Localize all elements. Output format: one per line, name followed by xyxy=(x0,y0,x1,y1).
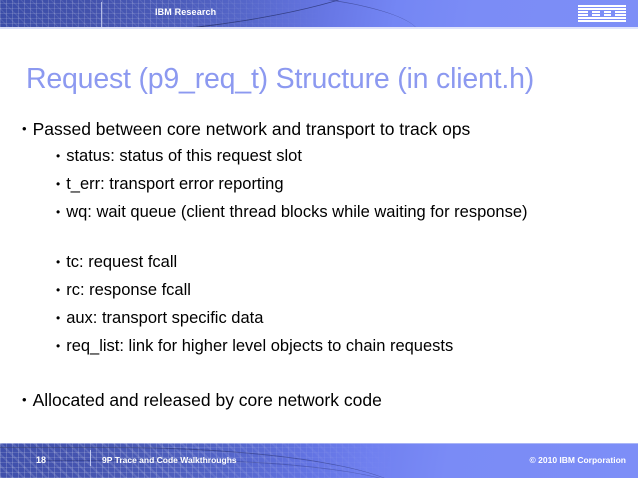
slide-body: • Passed between core network and transpo… xyxy=(0,118,638,436)
bullet-text: rc: response fcall xyxy=(66,281,191,299)
bullet-text: tc: request fcall xyxy=(66,253,178,271)
bullet-glyph-icon: • xyxy=(56,205,61,219)
footer-topline xyxy=(0,443,638,444)
bullet-item: • Allocated and released by core network … xyxy=(22,389,593,411)
bullet-glyph-icon: • xyxy=(56,311,61,325)
slide-number: 18 xyxy=(36,455,47,465)
bullet-glyph-icon: • xyxy=(56,177,61,191)
bullet-item: • wq: wait queue (client thread blocks wh… xyxy=(56,202,604,223)
header-underline xyxy=(0,27,638,29)
bullet-text: aux: transport specific data xyxy=(66,309,264,327)
bullet-item: • Passed between core network and transpo… xyxy=(22,118,593,140)
bullet-glyph-icon: • xyxy=(56,149,61,163)
footer-deck-title: 9P Trace and Code Walkthroughs xyxy=(102,455,237,465)
slide-footer-bar xyxy=(0,443,638,478)
footer-swoosh-curve-secondary xyxy=(40,460,420,478)
bullet-text: Passed between core network and transpor… xyxy=(32,119,471,139)
bullet-text: wq: wait queue (client thread blocks whi… xyxy=(66,203,528,221)
bullet-glyph-icon: • xyxy=(56,255,61,269)
slide-title: Request (p9_req_t) Structure (in client.… xyxy=(26,63,535,95)
slide-header-bar: IBM Research xyxy=(0,0,638,29)
bullet-text: status: status of this request slot xyxy=(66,147,302,165)
header-divider xyxy=(101,2,102,27)
bullet-item: • t_err: transport error reporting xyxy=(56,174,586,195)
footer-copyright: © 2010 IBM Corporation xyxy=(529,455,626,465)
bullet-item: • req_list: link for higher level objects… xyxy=(56,336,586,357)
bullet-glyph-icon: • xyxy=(56,283,61,297)
bullet-glyph-icon: • xyxy=(22,392,27,407)
bullet-item: • status: status of this request slot xyxy=(56,146,586,167)
header-brand-label: IBM Research xyxy=(155,7,217,17)
bullet-text: Allocated and released by core network c… xyxy=(32,390,382,410)
bullet-item: • rc: response fcall xyxy=(56,280,586,301)
bullet-text: t_err: transport error reporting xyxy=(66,175,284,193)
ibm-logo-icon xyxy=(578,5,626,22)
footer-divider xyxy=(90,450,91,466)
bullet-item: • tc: request fcall xyxy=(56,252,586,273)
bullet-text: req_list: link for higher level objects … xyxy=(66,337,454,355)
bullet-item: • aux: transport specific data xyxy=(56,308,586,329)
bullet-glyph-icon: • xyxy=(56,339,61,353)
bullet-glyph-icon: • xyxy=(22,121,27,136)
